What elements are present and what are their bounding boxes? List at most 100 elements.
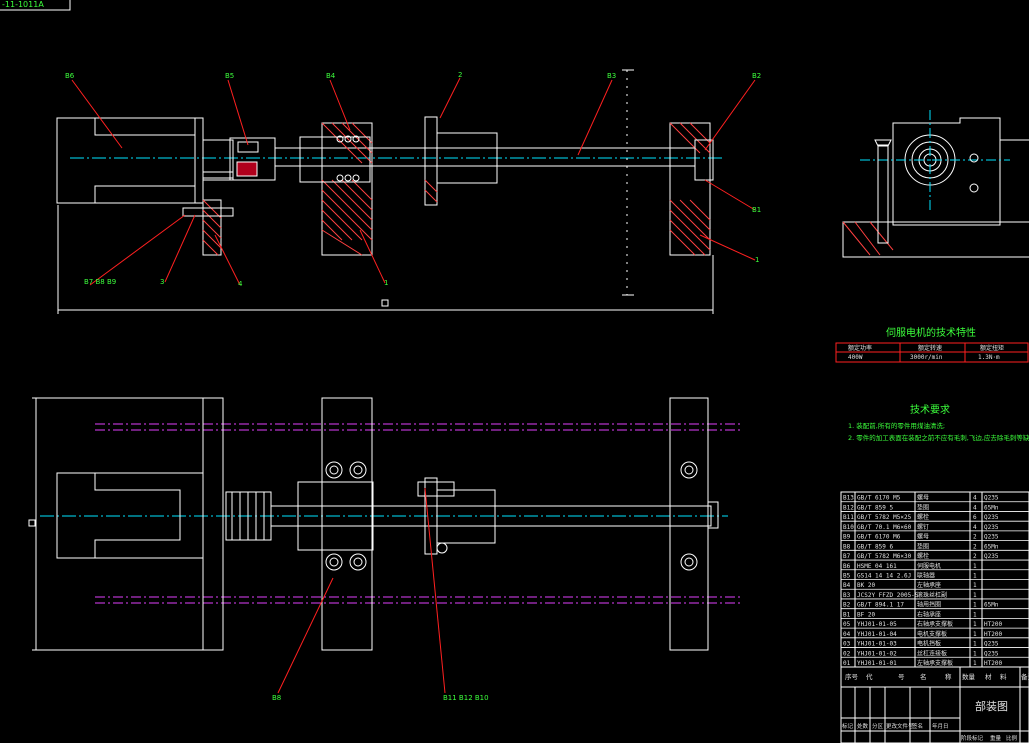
- parts-cell-std: BK 20: [857, 582, 875, 589]
- label-b2: B2: [752, 72, 761, 80]
- parts-cell-code: 02: [843, 650, 851, 657]
- parts-cell-std: GB/T 70.1 M6×60: [857, 524, 912, 531]
- parts-cell-name: 螺钉: [917, 523, 929, 531]
- parts-cell-qty: 1: [973, 650, 977, 657]
- parts-cell-name: 轴用挡圈: [917, 601, 941, 609]
- parts-cell-qty: 1: [973, 602, 977, 609]
- tb-sign-5: 年月日: [932, 722, 949, 730]
- parts-cell-mat: 65Mn: [984, 602, 999, 609]
- parts-cell-mat: Q235: [984, 495, 999, 502]
- parts-cell-mat: Q235: [984, 534, 999, 541]
- parts-cell-std: YHJ01-01-02: [857, 650, 897, 657]
- tb-header-0: 序号: [845, 672, 859, 681]
- parts-cell-mat: 65Mn: [984, 543, 999, 550]
- top-leaders: [71, 77, 756, 286]
- parts-cell-name: 电机支撑板: [917, 630, 947, 638]
- parts-cell-qty: 2: [973, 534, 977, 541]
- label-b8-bottom: B8: [272, 694, 281, 702]
- parts-cell-mat: Q235: [984, 514, 999, 521]
- parts-cell-code: B6: [843, 563, 851, 570]
- parts-cell-code: B3: [843, 592, 851, 599]
- parts-cell-qty: 4: [973, 524, 977, 531]
- parts-cell-mat: Q235: [984, 641, 999, 648]
- motor-plate: [194, 117, 204, 204]
- side-view: [842, 110, 1029, 258]
- parts-cell-std: GS14 14 14 2.6J: [857, 573, 911, 580]
- tb-header-3: 名: [920, 672, 927, 681]
- parts-cell-code: B12: [843, 504, 854, 511]
- parts-cell-code: 03: [843, 641, 851, 648]
- parts-cell-code: B13: [843, 495, 854, 502]
- screw-shaft: [274, 147, 696, 167]
- parts-cell-code: B7: [843, 553, 851, 560]
- tech-req-item-1: 2. 零件的加工表面在装配之前不应有毛刺,飞边,应去除毛刺等缺陷。: [848, 433, 1029, 442]
- parts-cell-code: 05: [843, 621, 851, 628]
- label-1a: 1: [755, 256, 759, 264]
- label-1b: 1: [384, 279, 388, 287]
- parts-cell-name: 丝杠连接板: [917, 649, 947, 657]
- tb-header-7: 料: [1000, 672, 1007, 681]
- motor-spec-title: 伺服电机的技术特性: [886, 326, 976, 339]
- label-b1: B1: [752, 206, 761, 214]
- tb-header-2: 号: [898, 673, 905, 681]
- parts-cell-code: B8: [843, 543, 851, 550]
- label-b7-b8-b9: B7 B8 B9: [84, 278, 116, 286]
- tb-header-4: 称: [945, 672, 952, 681]
- spec-value-0: 400W: [848, 354, 863, 361]
- parts-cell-code: 01: [843, 660, 851, 667]
- label-b3: B3: [607, 72, 616, 80]
- parts-cell-code: B4: [843, 582, 851, 589]
- drawing-code-tab: -11-1011A: [0, 0, 71, 11]
- parts-cell-name: 滚珠丝杠副: [917, 591, 947, 599]
- parts-cell-mat: 65Mn: [984, 504, 999, 511]
- parts-cell-name: 联轴器: [917, 572, 935, 580]
- parts-cell-qty: 4: [973, 504, 977, 511]
- tb-header-8: 备注: [1021, 672, 1029, 681]
- parts-cell-mat: HT200: [984, 660, 1002, 667]
- tb-sign-0: 标记: [842, 722, 854, 730]
- parts-cell-std: BF 20: [857, 611, 875, 618]
- parts-cell-code: B5: [843, 573, 851, 580]
- parts-cell-qty: 1: [973, 611, 977, 618]
- parts-cell-qty: 1: [973, 563, 977, 570]
- top-label-group: B6 B5 B4 2 B3 B2 B1 1 1 4 3 B7 B8 B9: [65, 71, 761, 288]
- parts-cell-qty: 4: [973, 495, 977, 502]
- parts-cell-name: 右轴承支撑板: [917, 620, 953, 628]
- parts-cell-std: JCS2Y FFZD 2005-5: [857, 592, 919, 599]
- label-4: 4: [238, 280, 243, 288]
- motor-flange: [202, 139, 234, 179]
- parts-cell-qty: 2: [973, 543, 977, 550]
- parts-cell-name: 螺母: [917, 494, 929, 502]
- bottom-view: [28, 397, 742, 651]
- spec-header-1: 额定转速: [918, 344, 942, 352]
- tb-header-5: 数量: [962, 672, 976, 681]
- parts-cell-std: GB/T 6170 M5: [857, 495, 901, 502]
- parts-cell-code: B2: [843, 602, 851, 609]
- tb-header-6: 材: [985, 672, 992, 681]
- parts-cell-code: B9: [843, 534, 851, 541]
- parts-cell-name: 伺服电机: [917, 562, 941, 570]
- parts-cell-qty: 1: [973, 573, 977, 580]
- parts-cell-name: 左轴承座: [917, 581, 941, 589]
- label-b4: B4: [326, 72, 336, 80]
- parts-cell-qty: 1: [973, 582, 977, 589]
- parts-cell-qty: 1: [973, 592, 977, 599]
- label-2: 2: [458, 71, 462, 79]
- spec-header-0: 额定功率: [848, 344, 872, 352]
- parts-cell-mat: Q235: [984, 650, 999, 657]
- parts-cell-std: YHJ01-01-03: [857, 641, 897, 648]
- parts-cell-std: GB/T 5782 M6×30: [857, 553, 912, 560]
- tb-header-1: 代: [866, 672, 873, 681]
- parts-cell-std: GB/T 5782 M5×25: [857, 514, 912, 521]
- parts-cell-std: GB/T 859 5: [857, 504, 894, 511]
- motor-inner: [94, 118, 195, 203]
- parts-cell-name: 螺栓: [917, 552, 929, 560]
- parts-cell-mat: Q235: [984, 553, 999, 560]
- parts-cell-name: 右轴承座: [917, 610, 941, 618]
- parts-cell-code: B11: [843, 514, 854, 521]
- tb-sign-4: 签名: [912, 722, 923, 730]
- parts-cell-name: 垫圈: [917, 542, 929, 550]
- parts-cell-qty: 1: [973, 621, 977, 628]
